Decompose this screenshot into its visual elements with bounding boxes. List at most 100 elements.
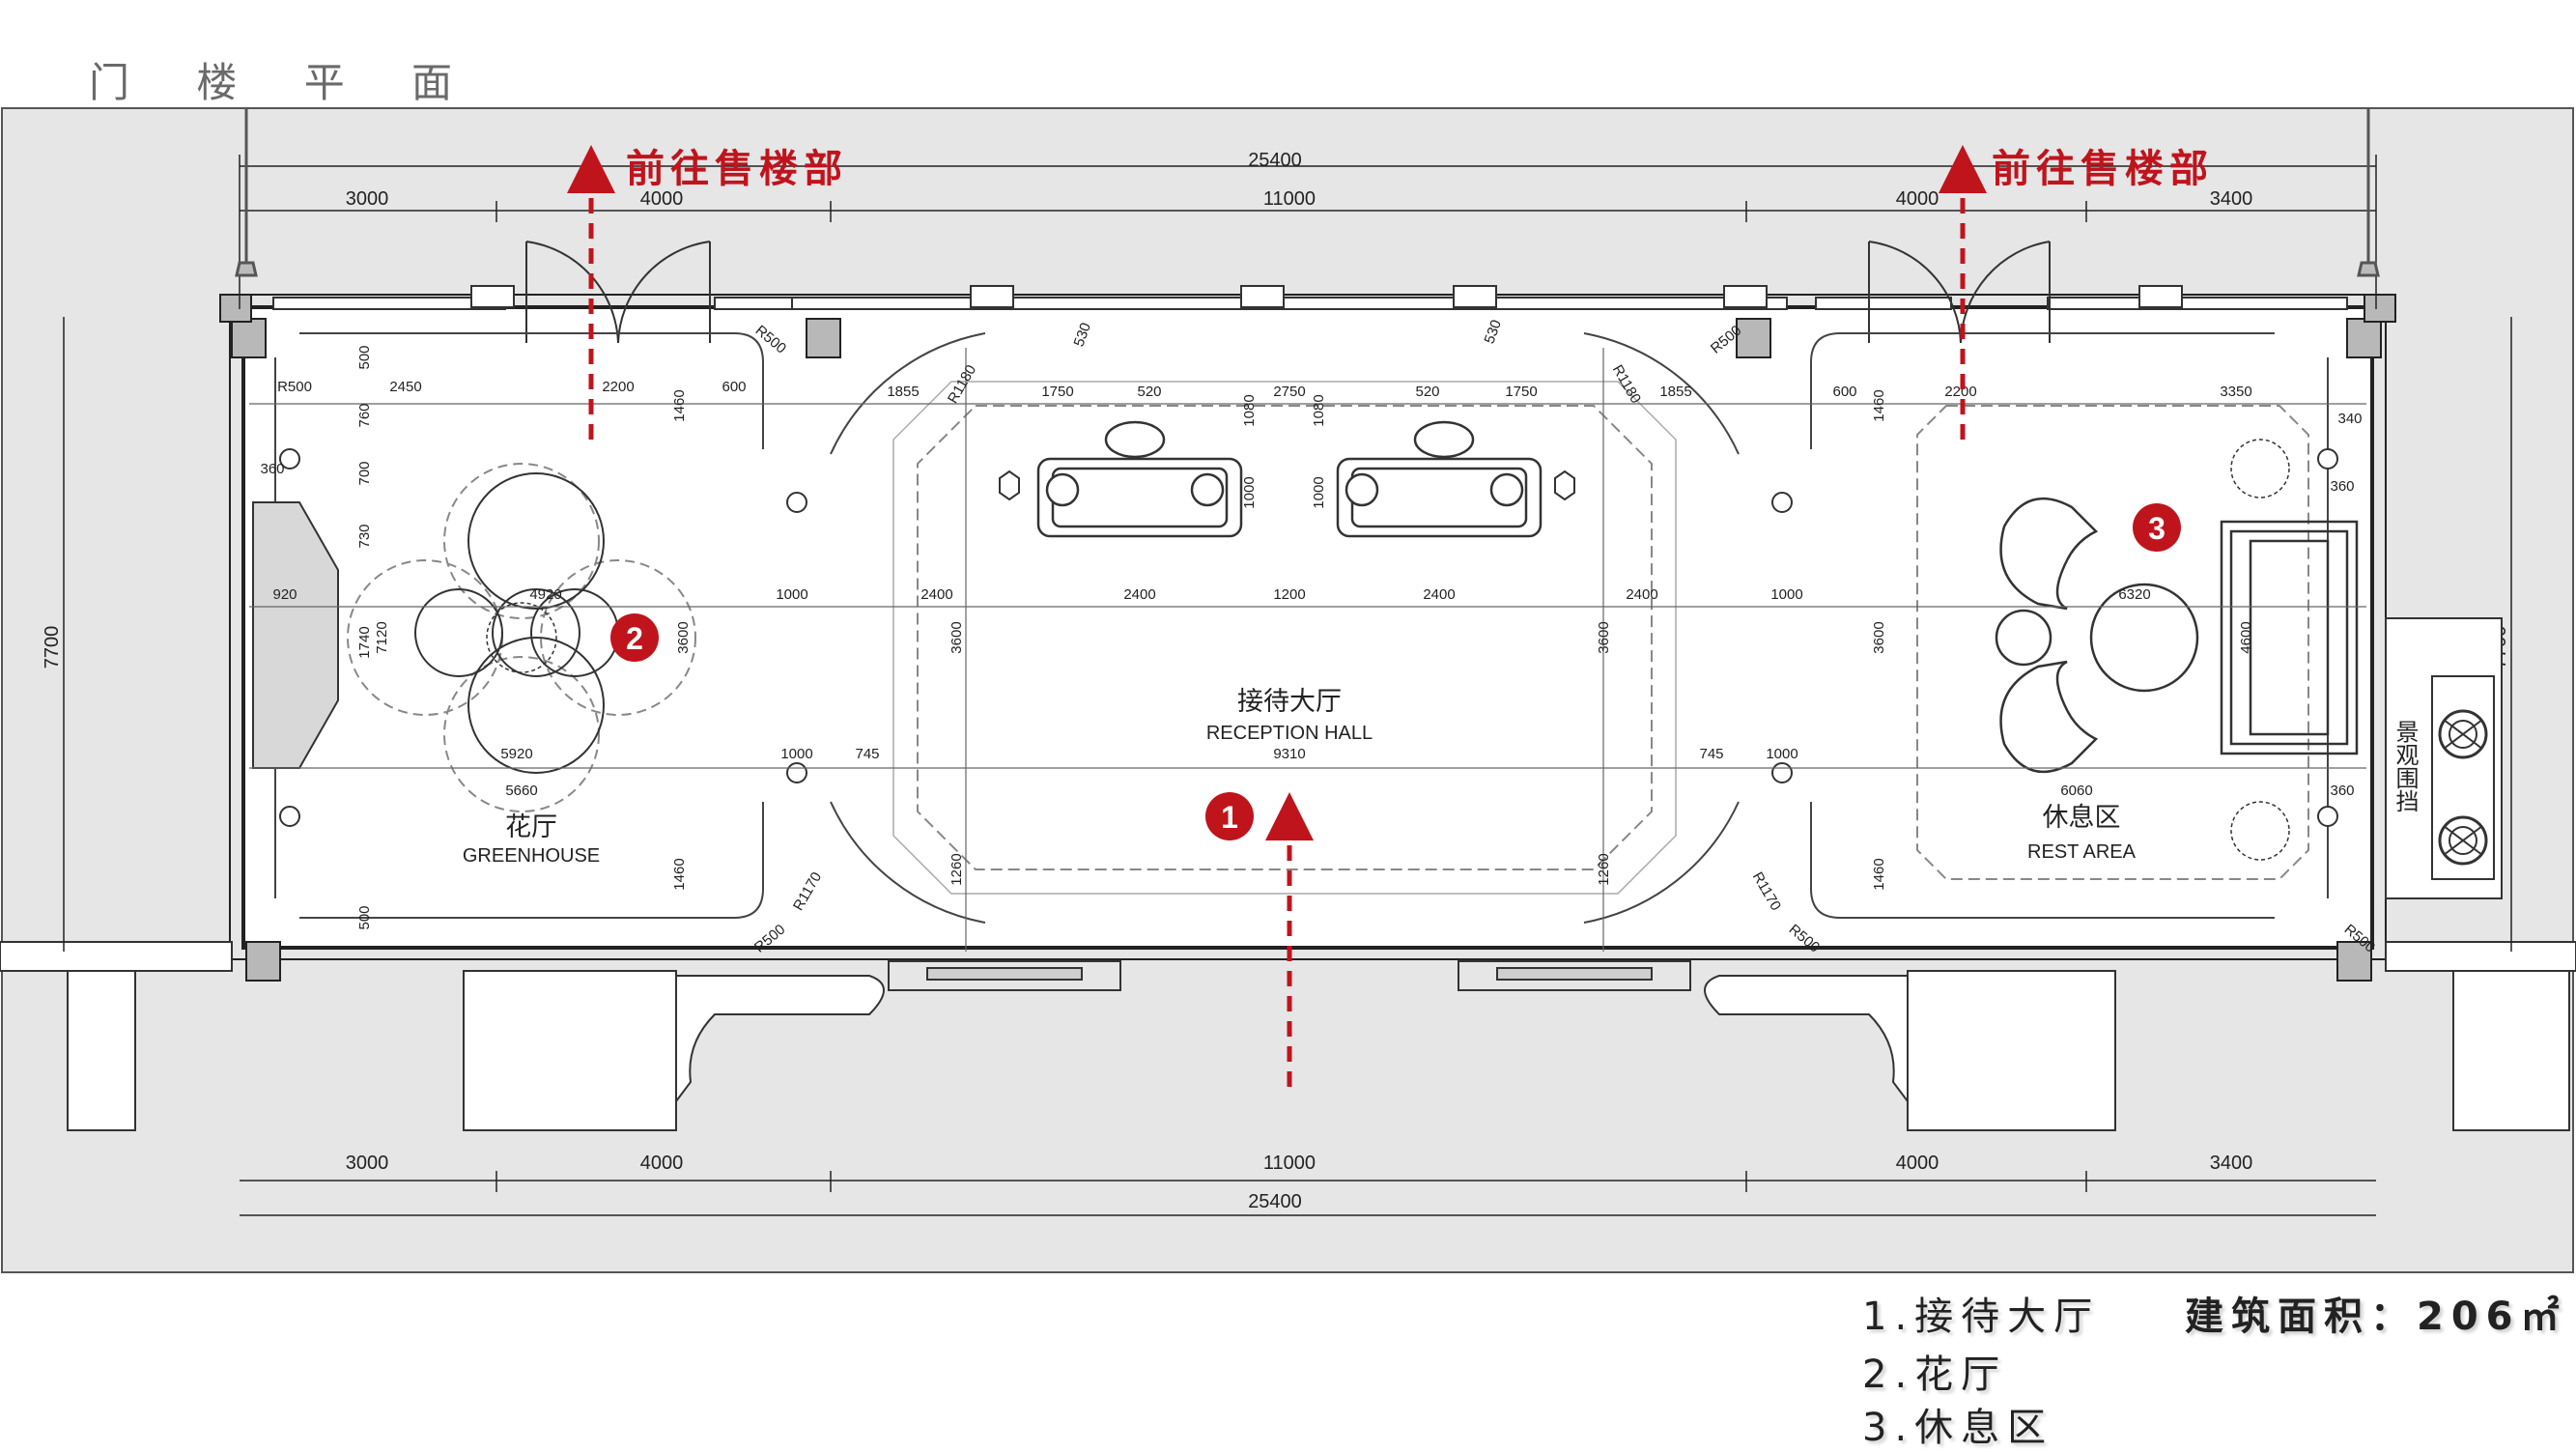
dim-int: 1855 bbox=[1659, 384, 1691, 400]
dim-int: 7120 bbox=[374, 621, 390, 653]
dim-int: 520 bbox=[1137, 384, 1161, 400]
dim-int: R500 bbox=[277, 379, 312, 395]
dim-int: 1080 bbox=[1241, 394, 1258, 426]
dim-int: 1855 bbox=[887, 384, 919, 400]
dim-int: 2200 bbox=[602, 379, 634, 395]
dim-int: 2400 bbox=[920, 586, 952, 603]
dim-int: 600 bbox=[722, 379, 746, 395]
flag-poles bbox=[235, 108, 2380, 277]
dim-int: 1750 bbox=[1041, 384, 1073, 400]
dim-int: 360 bbox=[2330, 783, 2354, 799]
rest-furniture bbox=[1995, 497, 2359, 774]
fixtures bbox=[279, 448, 2338, 827]
dim-int: 2400 bbox=[1423, 586, 1455, 603]
legend-item-3: 3.休息区 bbox=[1862, 1406, 2054, 1450]
dim-int: 1000 bbox=[1766, 746, 1798, 762]
legend-item-2: 2.花厅 bbox=[1862, 1352, 2008, 1397]
dim-int: 1260 bbox=[948, 853, 965, 885]
dim-int: 1000 bbox=[780, 746, 812, 762]
dim-int: 2200 bbox=[1944, 384, 1976, 400]
dim-bottom-seg-1: 3000 bbox=[346, 1153, 389, 1174]
dim-int: 2400 bbox=[1123, 586, 1155, 603]
dim-left-height: 7700 bbox=[42, 626, 63, 669]
dim-int: 1080 bbox=[1311, 394, 1327, 426]
reception-desks bbox=[1036, 420, 1543, 538]
building-area-label: 建筑面积：206㎡ bbox=[2185, 1295, 2567, 1339]
dim-int: 9310 bbox=[1273, 746, 1305, 762]
plants bbox=[486, 439, 2290, 861]
dim-int: 1460 bbox=[1871, 858, 1887, 890]
dim-int: 1750 bbox=[1505, 384, 1537, 400]
grid-lines bbox=[249, 348, 2366, 952]
legend-item-1: 1.接待大厅 bbox=[1862, 1295, 2101, 1339]
badge-reception: 1 bbox=[1205, 792, 1254, 840]
svg-text:1: 1 bbox=[1221, 800, 1238, 835]
dim-int: 2750 bbox=[1273, 384, 1305, 400]
screen-label: 景观围挡 bbox=[2392, 720, 2419, 812]
dim-int: 500 bbox=[356, 345, 373, 369]
rest-label-en: REST AREA bbox=[2027, 841, 2137, 863]
reception-ceiling-outline bbox=[917, 405, 1653, 870]
dim-bottom-seg-5: 3400 bbox=[2210, 1153, 2253, 1174]
dim-int: 4600 bbox=[2238, 621, 2254, 653]
top-wall-features bbox=[272, 285, 2348, 310]
dim-int: 1000 bbox=[1770, 586, 1802, 603]
fan-icon bbox=[2438, 815, 2488, 866]
dim-int: 5920 bbox=[500, 746, 532, 762]
dim-bottom-seg-4: 4000 bbox=[1896, 1153, 1939, 1174]
dim-int: 700 bbox=[356, 461, 373, 485]
dim-top-seg-4: 4000 bbox=[1896, 188, 1939, 210]
dim-int: 520 bbox=[1415, 384, 1439, 400]
dim-int: 1460 bbox=[671, 858, 688, 890]
dim-top-seg-3: 11000 bbox=[1263, 188, 1316, 210]
svg-text:2: 2 bbox=[626, 621, 643, 656]
dim-int: 1000 bbox=[1311, 476, 1327, 508]
reception-label-cn: 接待大厅 bbox=[1237, 687, 1342, 717]
dim-bottom-seg-2: 4000 bbox=[640, 1153, 684, 1174]
bottom-plinth bbox=[0, 941, 2576, 1131]
dim-int: 340 bbox=[2337, 411, 2362, 427]
dim-bottom-total: 25400 bbox=[1248, 1191, 1302, 1212]
dim-int: 3600 bbox=[675, 621, 692, 653]
dim-int: 3600 bbox=[948, 621, 965, 653]
landscape-screen: 景观围挡 bbox=[2385, 617, 2503, 899]
dim-int: 1200 bbox=[1273, 586, 1305, 603]
dim-int: 6060 bbox=[2060, 783, 2092, 799]
dim-top-seg-5: 3400 bbox=[2210, 188, 2253, 210]
dim-int: 2400 bbox=[1626, 586, 1657, 603]
dim-int: 730 bbox=[356, 524, 373, 548]
dim-int: 745 bbox=[1699, 746, 1723, 762]
dim-int: 3350 bbox=[2220, 384, 2251, 400]
reception-label-en: RECEPTION HALL bbox=[1206, 723, 1373, 744]
dim-int: 2450 bbox=[389, 379, 421, 395]
dim-top-seg-1: 3000 bbox=[346, 188, 389, 210]
dim-int: 1260 bbox=[1596, 853, 1612, 885]
dim-int: 1000 bbox=[1241, 476, 1258, 508]
dim-int: 360 bbox=[2330, 478, 2354, 495]
dim-top-seg-2: 4000 bbox=[640, 188, 684, 210]
dim-int: 3600 bbox=[1596, 621, 1612, 653]
dim-top-total: 25400 bbox=[1248, 150, 1302, 171]
to-sales-right-label: 前往售楼部 bbox=[1992, 147, 2214, 191]
dim-int: 745 bbox=[855, 746, 879, 762]
dim-int: 4920 bbox=[529, 586, 561, 603]
rest-ceiling-outline bbox=[1916, 405, 2309, 880]
greenhouse-label-en: GREENHOUSE bbox=[463, 845, 600, 867]
dim-int: 1000 bbox=[776, 586, 807, 603]
dim-int: 1460 bbox=[1871, 389, 1887, 421]
badge-greenhouse: 2 bbox=[610, 613, 659, 662]
to-sales-left-label: 前往售楼部 bbox=[626, 147, 848, 191]
dim-int: 600 bbox=[1832, 384, 1856, 400]
dim-int: 360 bbox=[260, 461, 284, 477]
fan-icon bbox=[2438, 709, 2488, 759]
direction-arrows bbox=[567, 145, 1987, 1087]
dim-int: 500 bbox=[356, 905, 373, 929]
rest-label-cn: 休息区 bbox=[2043, 803, 2121, 833]
dim-int: 1460 bbox=[671, 389, 688, 421]
dim-bottom-seg-3: 11000 bbox=[1263, 1153, 1316, 1174]
dim-int: 6320 bbox=[2118, 586, 2150, 603]
greenhouse-label-cn: 花厅 bbox=[505, 812, 557, 842]
dim-int: 3600 bbox=[1871, 621, 1887, 653]
badge-rest: 3 bbox=[2133, 503, 2181, 552]
